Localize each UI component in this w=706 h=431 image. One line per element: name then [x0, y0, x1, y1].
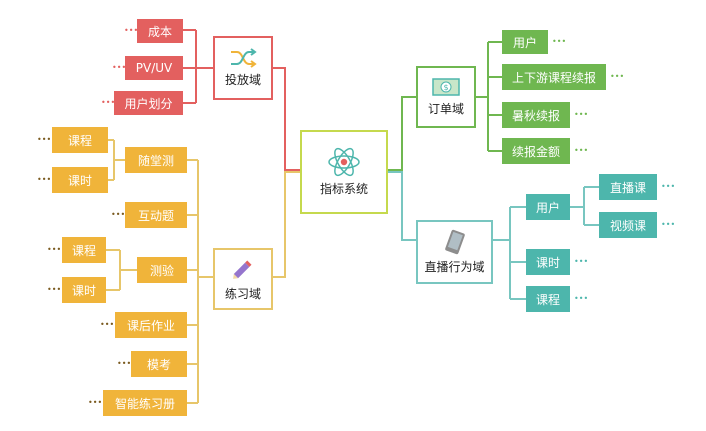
connector-center-live: [388, 171, 416, 241]
connector-suitang-children: [108, 139, 125, 181]
collapse-marker[interactable]: •••: [111, 210, 126, 219]
practice-item-mock-exam[interactable]: 模考: [131, 351, 187, 377]
collapse-marker[interactable]: •••: [101, 98, 116, 107]
traffic-item-cost[interactable]: 成本: [137, 19, 183, 43]
live-user-video-class[interactable]: 视频课: [599, 212, 657, 238]
collapse-marker[interactable]: •••: [100, 320, 115, 329]
practice-ceyan-lesson[interactable]: 课时: [62, 277, 106, 303]
traffic-item-user-segment[interactable]: 用户划分: [114, 91, 183, 115]
collapse-marker[interactable]: •••: [661, 182, 676, 191]
svg-text:$: $: [443, 83, 448, 92]
connector-ceyan-children: [106, 249, 137, 291]
practice-item-suitang[interactable]: 随堂测: [125, 147, 187, 173]
collapse-marker[interactable]: •••: [610, 72, 625, 81]
domain-practice[interactable]: 练习域: [213, 248, 273, 310]
collapse-marker[interactable]: •••: [574, 257, 589, 266]
practice-item-smart-workbook[interactable]: 智能练习册: [103, 390, 187, 416]
tablet-icon: [444, 229, 465, 255]
collapse-marker[interactable]: •••: [574, 110, 589, 119]
order-item-user[interactable]: 用户: [502, 30, 548, 54]
live-user-live-class[interactable]: 直播课: [599, 174, 657, 200]
shuffle-icon: [231, 48, 257, 68]
pencil-icon: [233, 260, 252, 279]
connector-center-practice: [273, 171, 300, 278]
practice-item-ceyan[interactable]: 测验: [137, 257, 187, 283]
collapse-marker[interactable]: •••: [124, 26, 139, 35]
domain-live[interactable]: 直播行为域: [416, 220, 493, 284]
domain-practice-label: 练习域: [224, 287, 261, 301]
center-label: 指标系统: [319, 182, 368, 196]
collapse-marker[interactable]: •••: [574, 294, 589, 303]
domain-traffic[interactable]: 投放域: [213, 36, 273, 100]
domain-live-label: 直播行为域: [424, 260, 485, 274]
collapse-marker[interactable]: •••: [112, 63, 127, 72]
connector-center-order: [388, 96, 416, 171]
order-item-upstream-renewal[interactable]: 上下游课程续报: [502, 64, 606, 90]
domain-order-label: 订单域: [427, 102, 464, 116]
traffic-item-pvuv[interactable]: PV/UV: [125, 56, 183, 80]
connector-live-items: [493, 206, 526, 300]
practice-suitang-course[interactable]: 课程: [52, 127, 108, 153]
collapse-marker[interactable]: •••: [552, 37, 567, 46]
connector-traffic-items: [183, 29, 213, 104]
collapse-marker[interactable]: •••: [88, 398, 103, 407]
connector-practice-items: [187, 159, 213, 404]
practice-item-homework[interactable]: 课后作业: [115, 312, 187, 338]
collapse-marker[interactable]: •••: [117, 359, 132, 368]
collapse-marker[interactable]: •••: [37, 175, 52, 184]
live-item-lesson[interactable]: 课时: [526, 249, 570, 275]
order-item-renewal-amount[interactable]: 续报金额: [502, 138, 570, 164]
live-item-user[interactable]: 用户: [526, 194, 570, 220]
domain-order[interactable]: $ 订单域: [416, 66, 476, 128]
practice-ceyan-course[interactable]: 课程: [62, 237, 106, 263]
live-item-course[interactable]: 课程: [526, 286, 570, 312]
order-item-summer-autumn-renewal[interactable]: 暑秋续报: [502, 102, 570, 128]
collapse-marker[interactable]: •••: [47, 245, 62, 254]
atom-icon: [328, 147, 360, 177]
center-node[interactable]: 指标系统: [300, 130, 388, 214]
collapse-marker[interactable]: •••: [47, 285, 62, 294]
practice-suitang-lesson[interactable]: 课时: [52, 167, 108, 193]
collapse-marker[interactable]: •••: [574, 146, 589, 155]
connector-center-traffic: [273, 67, 300, 171]
practice-item-interactive[interactable]: 互动题: [125, 202, 187, 228]
connector-order-items: [476, 41, 502, 152]
collapse-marker[interactable]: •••: [37, 135, 52, 144]
collapse-marker[interactable]: •••: [661, 220, 676, 229]
connector-live-user-children: [570, 186, 599, 226]
money-icon: $: [432, 78, 460, 96]
domain-traffic-label: 投放域: [224, 73, 261, 87]
